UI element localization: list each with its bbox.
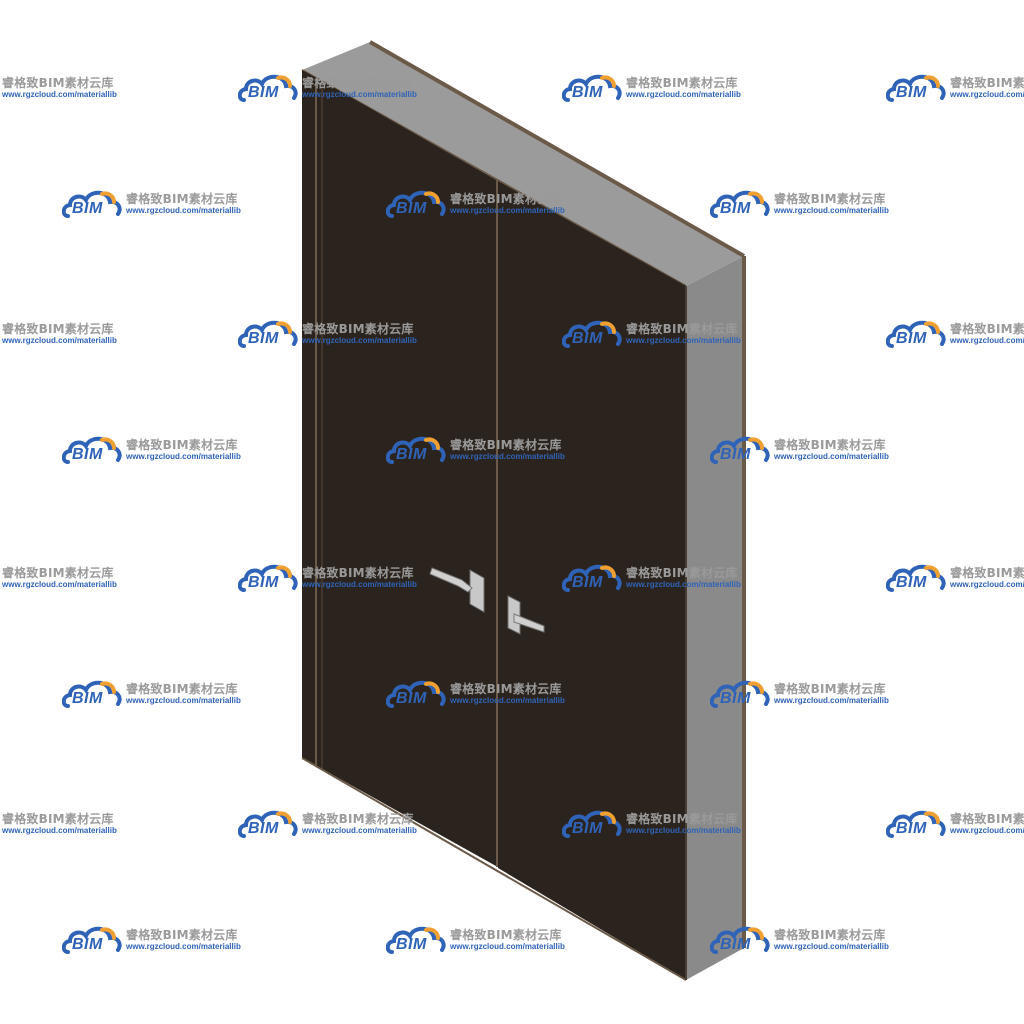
door-leaf-right (498, 181, 686, 980)
lever-handle-left (429, 567, 485, 613)
frame-bottom-trim (301, 757, 687, 981)
door-leaf-left (324, 82, 496, 866)
lever-handle-right-lever (513, 613, 545, 633)
lever-handle-left-plate (469, 569, 485, 613)
frame-right-face (686, 256, 744, 980)
frame-top-face (302, 42, 744, 286)
lever-handle-left-lever (429, 567, 473, 593)
frame-left-jamb (302, 70, 324, 770)
lever-handle-right (507, 595, 545, 635)
frame-top-back-trim (369, 40, 745, 258)
